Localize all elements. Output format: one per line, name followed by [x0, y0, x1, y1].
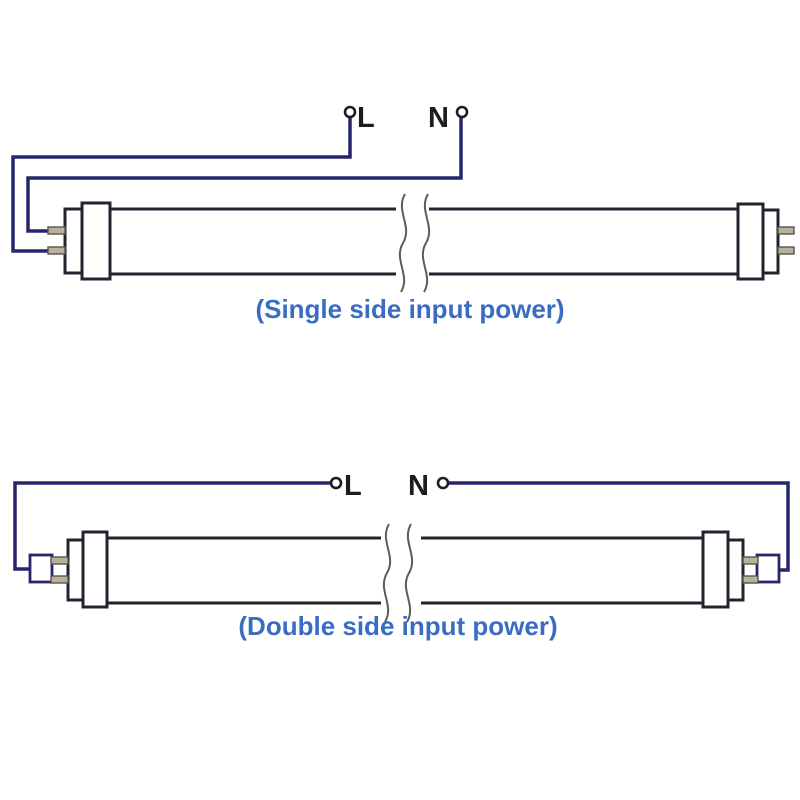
tube-body-fill	[107, 539, 703, 602]
led-tube	[47, 193, 795, 293]
left-upper-pin	[47, 226, 66, 235]
tube-body-outline	[110, 207, 738, 276]
left-end-cap	[80, 201, 112, 281]
left-pin-holder	[63, 207, 84, 275]
right-terminal-block	[755, 553, 781, 584]
live-terminal-circle-icon	[329, 476, 343, 490]
neutral-terminal-circle-icon	[436, 476, 450, 490]
live-terminal-label: L	[357, 102, 375, 134]
neutral-wire	[449, 481, 790, 572]
right-lower-pin	[742, 575, 759, 584]
tube-break-mark	[398, 193, 408, 293]
left-lower-pin	[50, 575, 69, 584]
live-wire	[13, 481, 331, 571]
live-wire	[11, 118, 352, 253]
left-upper-pin	[50, 556, 69, 565]
tube-break-mark	[421, 193, 431, 293]
left-pin-holder	[66, 538, 85, 602]
neutral-terminal-label: N	[428, 102, 449, 134]
right-pin-holder	[726, 538, 745, 602]
led-tube	[50, 523, 759, 623]
tube-break-mark	[404, 523, 414, 623]
neutral-wire	[26, 118, 463, 233]
tube-body-outline	[107, 536, 703, 605]
neutral-terminal-label: N	[408, 470, 429, 502]
right-end-cap	[701, 530, 730, 609]
neutral-terminal-circle-icon	[455, 105, 469, 119]
diagram-caption: (Single side input power)	[255, 294, 564, 324]
left-terminal-block	[28, 553, 54, 584]
left-lower-pin	[47, 246, 66, 255]
right-upper-pin	[777, 226, 795, 235]
right-lower-pin	[777, 246, 795, 255]
right-end-cap	[736, 202, 765, 281]
tube-break-mark	[382, 523, 392, 623]
double-side-diagram: L N (Double side input power)	[13, 470, 790, 641]
single-side-diagram: L N (Single side input power)	[11, 102, 795, 324]
right-pin-holder	[761, 208, 780, 275]
live-terminal-label: L	[344, 470, 362, 502]
diagram-caption: (Double side input power)	[238, 611, 557, 641]
right-upper-pin	[742, 556, 759, 565]
live-terminal-circle-icon	[343, 105, 357, 119]
left-end-cap	[81, 530, 109, 609]
